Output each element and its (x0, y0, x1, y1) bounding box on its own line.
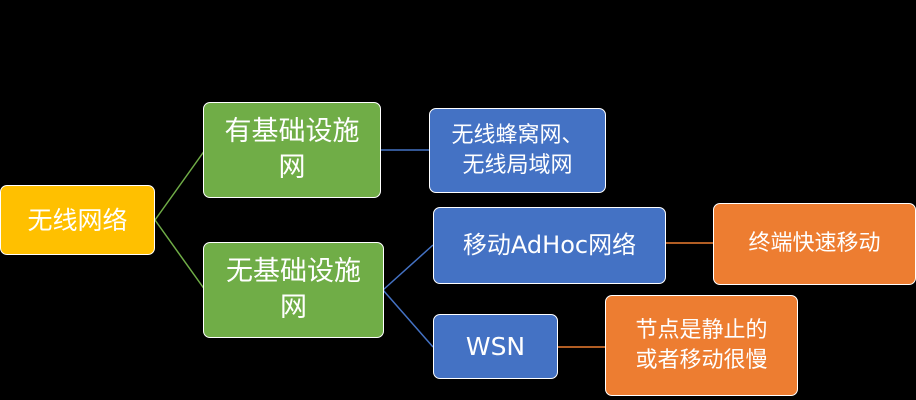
node-no-infrastructure-network: 无基础设施 网 (203, 242, 384, 338)
node-wireless-network: 无线网络 (0, 185, 155, 255)
node-cellular-wlan: 无线蜂窝网、 无线局域网 (429, 108, 606, 193)
node-static-label-line2: 或者移动很慢 (635, 347, 768, 373)
node-cellular-wlan-label-line1: 无线蜂窝网、 (451, 123, 584, 149)
node-mobile-adhoc-network: 移动AdHoc网络 (433, 207, 666, 284)
node-infrastructure-network: 有基础设施 网 (203, 102, 381, 198)
node-infrastructure-label-line2: 网 (278, 152, 306, 183)
node-infrastructure-label-line1: 有基础设施 (224, 116, 360, 148)
node-wsn: WSN (433, 314, 558, 379)
edge-root-to-infra (154, 149, 206, 221)
node-terminal-fast-move-label: 终端快速移动 (748, 231, 881, 257)
node-mobile-adhoc-label: 移动AdHoc网络 (462, 230, 637, 259)
node-no-infrastructure-label-line1: 无基础设施 (226, 256, 361, 288)
edge-noinfra-to-adhoc (382, 244, 434, 291)
node-terminal-fast-move: 终端快速移动 (713, 203, 916, 285)
edge-root-to-noinfra (154, 219, 206, 291)
node-static-or-slow: 节点是静止的 或者移动很慢 (605, 295, 798, 396)
node-wireless-network-label: 无线网络 (27, 205, 128, 235)
node-wsn-label: WSN (465, 332, 526, 361)
node-no-infrastructure-label-line2: 网 (280, 292, 307, 323)
node-cellular-wlan-label-line2: 无线局域网 (462, 152, 573, 178)
node-static-label-line1: 节点是静止的 (635, 318, 768, 344)
edge-noinfra-to-wsn (382, 289, 434, 348)
